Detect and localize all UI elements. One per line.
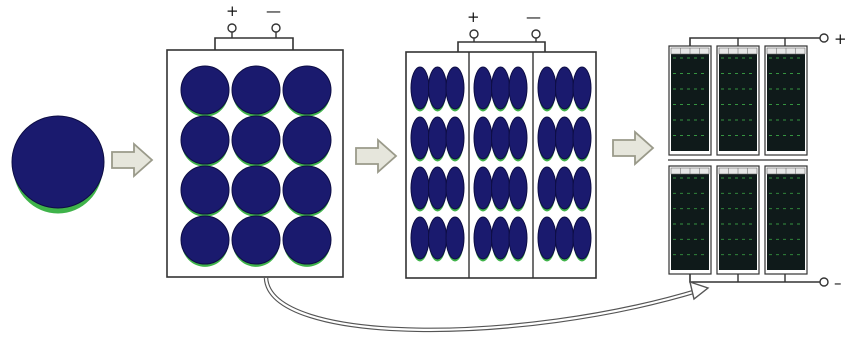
panel-negative-label: —: [526, 8, 541, 26]
panel-cell: [445, 166, 465, 212]
module-negative-label: —: [266, 2, 281, 20]
module-cell: [180, 165, 230, 217]
flow-arrow-3: [612, 129, 655, 167]
array-positive-terminal-icon: [819, 33, 829, 43]
panel-cell: [428, 116, 447, 162]
array-panel: [764, 45, 808, 156]
module-cell: [180, 115, 230, 167]
module-terminal-bracket: [214, 37, 294, 50]
panel-cell: [555, 116, 574, 162]
panel-cell: [410, 216, 430, 262]
module-cell: [231, 65, 281, 117]
panel-cell: [491, 166, 510, 212]
panel-cell: [555, 66, 574, 112]
module-cells: [180, 65, 332, 267]
panel-cell: [537, 66, 557, 112]
panel-cell: [537, 116, 557, 162]
array-panel: [668, 165, 712, 275]
single-cell: [11, 115, 105, 214]
module-cell: [282, 165, 332, 217]
module-cell: [282, 65, 332, 117]
panel-cell: [491, 116, 510, 162]
module-cell: [180, 215, 230, 267]
panel-cell: [555, 216, 574, 262]
array: + –: [668, 30, 847, 292]
array-panels: [668, 45, 808, 275]
curved-connector: [263, 277, 710, 333]
module-cell: [180, 65, 230, 117]
array-negative-label: –: [834, 274, 842, 292]
array-panel: [668, 45, 712, 156]
array-panel: [716, 165, 760, 275]
array-negative-terminal-icon: [819, 277, 829, 287]
panel-cells: [410, 66, 592, 262]
panel-cell: [508, 116, 528, 162]
connector-arrowhead-icon: [689, 280, 710, 301]
array-bottom-bus: [689, 274, 820, 283]
flow-arrow-2: [355, 137, 398, 175]
panel-cell: [508, 166, 528, 212]
panel-cell: [572, 116, 592, 162]
panel-cell: [410, 66, 430, 112]
panel-cell: [572, 66, 592, 112]
panel: + —: [405, 8, 597, 279]
panel-cell: [572, 166, 592, 212]
module-cell: [231, 215, 281, 267]
module: + —: [166, 2, 344, 278]
panel-cell: [410, 166, 430, 212]
array-panel: [716, 45, 760, 156]
panel-cell: [491, 216, 510, 262]
solar-cell: [11, 115, 105, 214]
panel-positive-terminal-icon: [469, 29, 479, 39]
array-top-bus: [689, 37, 820, 46]
panel-cell: [473, 66, 493, 112]
module-cell: [231, 115, 281, 167]
module-cell: [282, 115, 332, 167]
panel-cell: [537, 216, 557, 262]
panel-cell: [572, 216, 592, 262]
module-positive-terminal-icon: [227, 23, 237, 33]
array-positive-label: +: [834, 30, 847, 48]
panel-cell: [445, 116, 465, 162]
panel-cell: [445, 66, 465, 112]
panel-cell: [473, 166, 493, 212]
panel-cell: [445, 216, 465, 262]
module-negative-terminal-icon: [271, 23, 281, 33]
panel-cell: [410, 116, 430, 162]
module-cell: [231, 165, 281, 217]
panel-cell: [491, 66, 510, 112]
panel-positive-label: +: [467, 8, 480, 26]
panel-cell: [473, 216, 493, 262]
panel-cell: [508, 66, 528, 112]
array-panel: [764, 165, 808, 275]
module-cell: [282, 215, 332, 267]
panel-cell: [428, 166, 447, 212]
flow-arrow-1: [111, 141, 154, 179]
panel-cell: [473, 116, 493, 162]
panel-cell: [428, 66, 447, 112]
panel-cell: [537, 166, 557, 212]
panel-cell: [508, 216, 528, 262]
panel-cell: [555, 166, 574, 212]
panel-cell: [428, 216, 447, 262]
module-positive-label: +: [226, 2, 239, 20]
panel-negative-terminal-icon: [531, 29, 541, 39]
panel-terminal-bracket: [457, 41, 546, 52]
